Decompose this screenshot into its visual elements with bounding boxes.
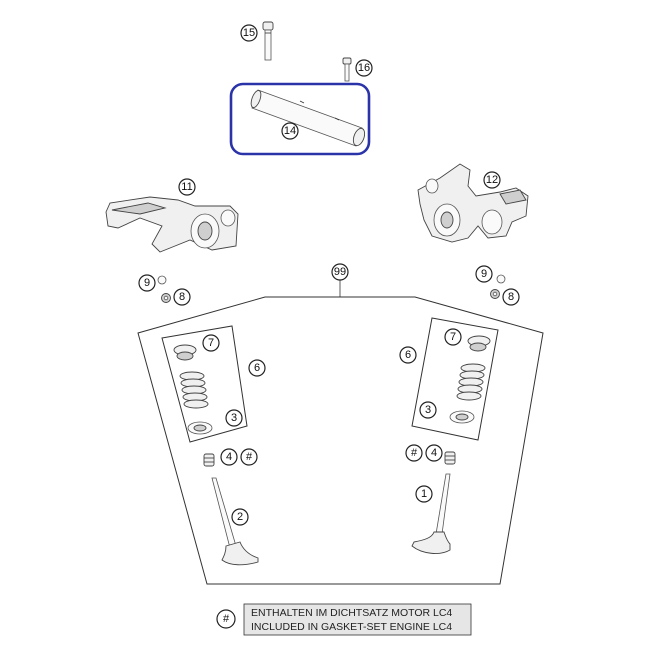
svg-text:9: 9 [144,277,150,289]
callout-16[interactable]: 16 [355,59,373,77]
svg-text:11: 11 [181,181,192,193]
callout-hash-right[interactable]: # [405,444,423,462]
callout-9-right[interactable]: 9 [475,265,493,283]
part-9-left[interactable] [157,275,167,285]
callout-hash-left[interactable]: # [240,448,258,466]
svg-text:2: 2 [237,511,243,523]
callout-9-left[interactable]: 9 [138,274,156,292]
callout-12[interactable]: 12 [483,171,501,189]
callout-11[interactable]: 11 [178,178,196,196]
part-11-rocker-arm-left[interactable] [105,196,239,253]
valve-spring-left[interactable] [179,371,209,409]
svg-text:15: 15 [243,27,255,39]
part-7-left-retainer[interactable] [173,344,197,361]
callout-6-right[interactable]: 6 [399,346,417,364]
callout-7-right[interactable]: 7 [444,328,462,346]
callout-99[interactable]: 99 [331,263,349,281]
callout-8-left[interactable]: 8 [173,288,191,306]
part-16-bolt[interactable] [342,57,352,82]
svg-text:99: 99 [334,266,346,278]
callout-3-left[interactable]: 3 [225,409,243,427]
callout-14[interactable]: 14 [281,122,299,140]
callout-1[interactable]: 1 [415,485,433,503]
callout-15[interactable]: 15 [240,24,258,42]
svg-text:16: 16 [358,62,370,74]
valve-spring-right[interactable] [456,363,486,401]
svg-text:6: 6 [405,349,411,361]
svg-text:9: 9 [481,268,487,280]
svg-text:7: 7 [208,337,214,349]
svg-text:1: 1 [421,488,427,500]
callout-4-left[interactable]: 4 [220,448,238,466]
legend-line-2: INCLUDED IN GASKET-SET ENGINE LC4 [251,621,452,633]
svg-text:4: 4 [431,447,437,459]
selection-highlight [229,82,371,156]
svg-text:6: 6 [254,362,260,374]
part-9-right[interactable] [496,274,506,284]
svg-text:12: 12 [486,174,498,186]
callout-7-left[interactable]: 7 [202,334,220,352]
legend: # ENTHALTEN IM DICHTSATZ MOTOR LC4 INCLU… [216,603,472,636]
part-4-left-stem-seal[interactable] [203,453,215,467]
svg-text:4: 4 [226,451,232,463]
svg-text:#: # [246,451,253,463]
svg-text:#: # [411,447,418,459]
part-15-bolt[interactable] [262,21,274,61]
callout-3-right[interactable]: 3 [419,401,437,419]
group-99-outline [137,296,544,585]
legend-symbol: # [216,609,236,629]
callout-4-right[interactable]: 4 [425,444,443,462]
svg-text:8: 8 [179,291,185,303]
part-3-left-washer[interactable] [187,421,213,435]
callout-8-right[interactable]: 8 [502,288,520,306]
group-6-right-outline [411,317,499,441]
svg-text:7: 7 [450,331,456,343]
svg-text:3: 3 [425,404,431,416]
part-8-right[interactable] [490,289,500,299]
part-7-right-retainer[interactable] [467,335,491,352]
legend-line-1: ENTHALTEN IM DICHTSATZ MOTOR LC4 [251,607,452,619]
part-8-left[interactable] [161,293,171,303]
legend-box [243,603,472,636]
svg-text:8: 8 [508,291,514,303]
callout-6-left[interactable]: 6 [248,359,266,377]
svg-text:#: # [223,613,230,625]
callout-2[interactable]: 2 [231,508,249,526]
part-1-valve-right[interactable] [411,473,451,554]
part-4-right-stem-seal[interactable] [444,451,456,465]
part-12-rocker-arm-right[interactable] [417,163,529,243]
part-2-valve-left[interactable] [211,477,259,566]
group-6-left-outline [161,325,248,443]
svg-text:14: 14 [284,125,296,137]
svg-text:3: 3 [231,412,237,424]
part-14-rocker-shaft[interactable] [249,89,367,147]
part-3-right-washer[interactable] [449,410,475,424]
